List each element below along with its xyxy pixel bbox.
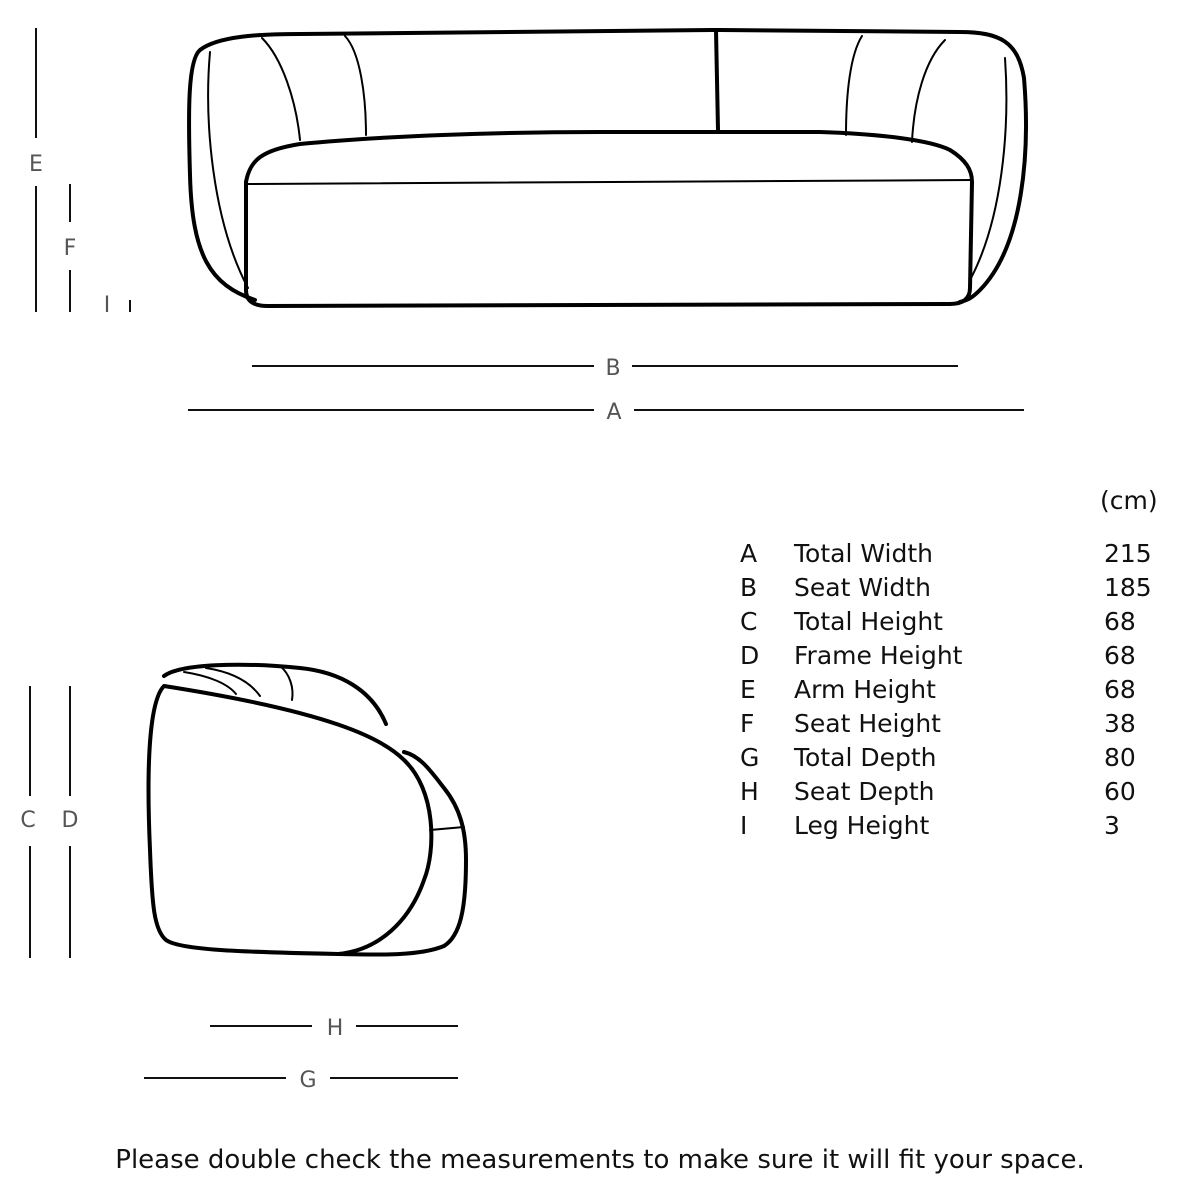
dim-label-h: H [327,1016,344,1041]
row-key: E [740,675,756,704]
row-value: 215 [1104,539,1152,568]
sofa-front-arm-left-fold2 [344,35,367,136]
row-value: 60 [1104,777,1136,806]
dim-label-a: A [606,400,621,425]
sofa-front-arm-right-fold2 [845,35,863,136]
row-value: 68 [1104,641,1136,670]
row-key: G [740,743,760,772]
dim-label-c: C [20,808,35,833]
row-key: C [740,607,758,636]
row-name: Seat Depth [794,777,935,806]
sofa-front-outline [187,28,1028,304]
sofa-front-seat-block [244,180,974,308]
row-value: 68 [1104,607,1136,636]
table-unit: (cm) [1100,486,1158,515]
row-value: 68 [1104,675,1136,704]
row-key: D [740,641,760,670]
dim-label-i: I [104,293,111,318]
sofa-front-seat-top [244,130,974,184]
sofa-front-arm-left-inner [207,51,249,289]
sofa-front-arm-right-inner [969,57,1008,281]
sofa-front-seat-edge [245,179,973,185]
row-name: Arm Height [794,675,936,704]
row-name: Seat Height [794,709,941,738]
sofa-side-body-outline [146,684,434,956]
row-key: F [740,709,755,738]
sofa-front-arm-right-fold [911,39,946,143]
row-key: A [740,539,758,568]
row-value: 185 [1104,573,1152,602]
row-name: Total Height [794,607,943,636]
side-dimension-lines [29,686,458,1079]
sofa-side-seat-outline [336,750,468,957]
dim-label-f: F [64,236,77,261]
row-key: H [740,777,759,806]
sofa-front-view [187,28,1028,308]
row-name: Leg Height [794,811,930,840]
dim-label-b: B [605,356,620,381]
row-value: 38 [1104,709,1136,738]
row-key: I [740,811,748,840]
sofa-side-back-outline [162,662,388,726]
front-dimension-lines [35,28,1024,411]
measurements-table: A Total Width 215 B Seat Width 185 C Tot… [740,537,1180,857]
sofa-front-arm-left-fold [261,37,301,141]
row-name: Total Width [794,539,933,568]
footer-note: Please double check the measurements to … [115,1145,1085,1175]
row-value: 80 [1104,743,1136,772]
sofa-side-fold-2 [205,667,261,697]
row-name: Frame Height [794,641,963,670]
row-value: 3 [1104,811,1120,840]
sofa-side-fold-3 [279,665,294,701]
sofa-front-back-split [714,28,720,132]
row-key: B [740,573,758,602]
row-name: Total Depth [794,743,937,772]
dim-label-g: G [299,1068,316,1093]
row-name: Seat Width [794,573,931,602]
dim-label-d: D [62,808,79,833]
sofa-side-fold-1 [183,671,237,695]
sofa-side-seat-top [429,826,465,831]
dim-label-e: E [29,152,43,177]
sofa-side-view [146,662,468,957]
